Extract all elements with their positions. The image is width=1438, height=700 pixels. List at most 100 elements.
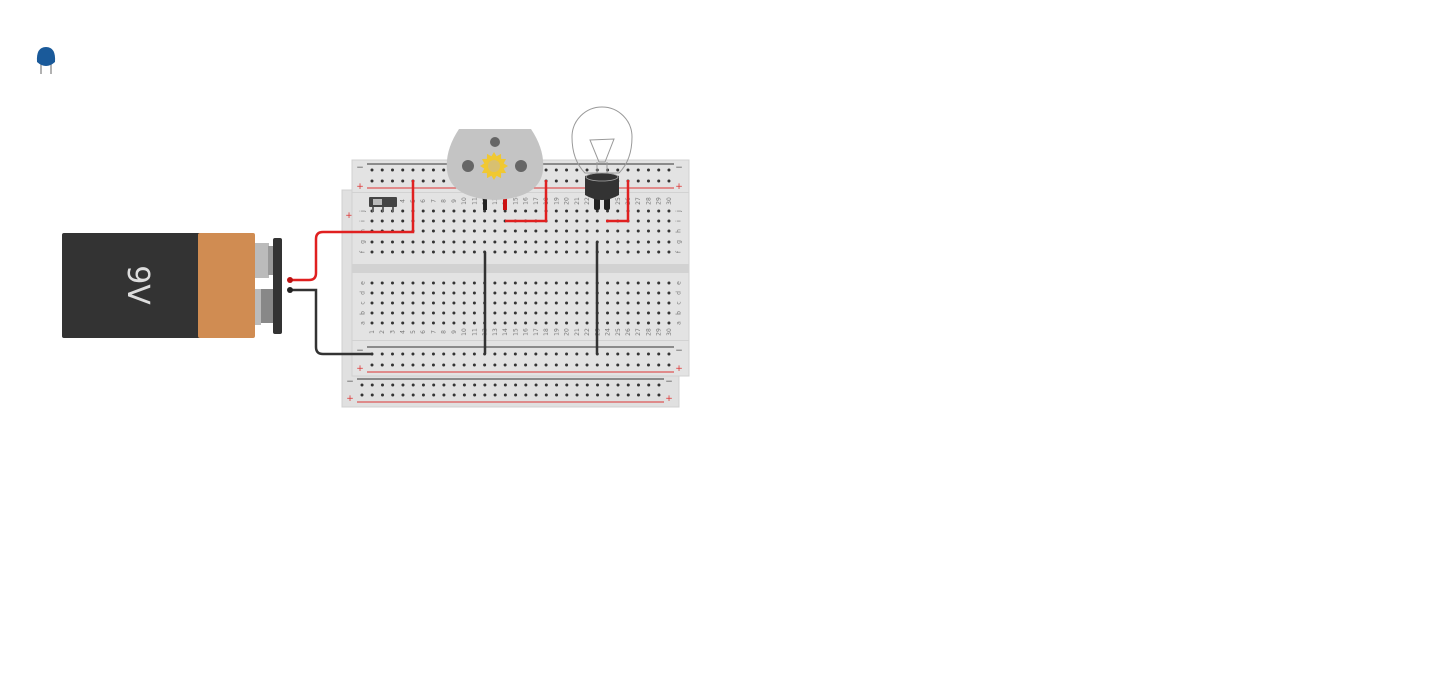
rail-hole[interactable] — [421, 168, 425, 172]
breadboard-hole[interactable] — [390, 281, 394, 285]
breadboard-hole[interactable] — [431, 219, 435, 223]
rail-hole[interactable] — [636, 179, 640, 183]
breadboard-hole[interactable] — [442, 311, 446, 315]
breadboard-hole[interactable] — [606, 281, 610, 285]
breadboard-hole[interactable] — [616, 240, 620, 244]
breadboard-hole[interactable] — [431, 240, 435, 244]
rail-hole[interactable] — [585, 168, 589, 172]
wires[interactable] — [287, 180, 630, 356]
breadboard-hole[interactable] — [390, 291, 394, 295]
breadboard-hole[interactable] — [667, 240, 671, 244]
rail-hole[interactable] — [626, 383, 630, 387]
breadboard-hole[interactable] — [483, 209, 487, 213]
breadboard-hole[interactable] — [657, 321, 661, 325]
breadboard-hole[interactable] — [606, 209, 610, 213]
rail-hole[interactable] — [493, 352, 497, 356]
breadboard-hole[interactable] — [421, 229, 425, 233]
rail-hole[interactable] — [401, 168, 405, 172]
breadboard-hole[interactable] — [554, 219, 558, 223]
breadboard-hole[interactable] — [565, 301, 569, 305]
rail-hole[interactable] — [565, 179, 569, 183]
rail-hole[interactable] — [401, 363, 405, 367]
rail-hole[interactable] — [534, 393, 538, 397]
rail-hole[interactable] — [647, 393, 651, 397]
breadboard-hole[interactable] — [646, 291, 650, 295]
rail-hole[interactable] — [452, 352, 456, 356]
breadboard-hole[interactable] — [575, 311, 579, 315]
breadboard-hole[interactable] — [657, 250, 661, 254]
rail-hole[interactable] — [411, 352, 415, 356]
rail-hole[interactable] — [646, 168, 650, 172]
breadboard-hole[interactable] — [472, 281, 476, 285]
breadboard-hole[interactable] — [452, 240, 456, 244]
breadboard-hole[interactable] — [503, 301, 507, 305]
breadboard-hole[interactable] — [657, 240, 661, 244]
rail-hole[interactable] — [555, 393, 559, 397]
breadboard-hole[interactable] — [380, 321, 384, 325]
breadboard-hole[interactable] — [493, 291, 497, 295]
rail-hole[interactable] — [483, 383, 487, 387]
breadboard-hole[interactable] — [524, 229, 528, 233]
breadboard-hole[interactable] — [513, 229, 517, 233]
breadboard-hole[interactable] — [442, 229, 446, 233]
breadboard-hole[interactable] — [452, 321, 456, 325]
breadboard-hole[interactable] — [370, 219, 374, 223]
breadboard-hole[interactable] — [452, 301, 456, 305]
breadboard-hole[interactable] — [503, 291, 507, 295]
breadboard-hole[interactable] — [524, 250, 528, 254]
breadboard-hole[interactable] — [462, 229, 466, 233]
breadboard-hole[interactable] — [431, 321, 435, 325]
breadboard-hole[interactable] — [616, 301, 620, 305]
breadboard-hole[interactable] — [472, 240, 476, 244]
breadboard-hole[interactable] — [421, 250, 425, 254]
breadboard-hole[interactable] — [554, 291, 558, 295]
breadboard-hole[interactable] — [636, 250, 640, 254]
breadboard-hole[interactable] — [462, 311, 466, 315]
breadboard-hole[interactable] — [401, 281, 405, 285]
breadboard-hole[interactable] — [626, 250, 630, 254]
breadboard-hole[interactable] — [657, 291, 661, 295]
breadboard-hole[interactable] — [421, 209, 425, 213]
rail-hole[interactable] — [575, 363, 579, 367]
breadboard-hole[interactable] — [380, 311, 384, 315]
breadboard-hole[interactable] — [667, 229, 671, 233]
breadboard-hole[interactable] — [646, 311, 650, 315]
breadboard-hole[interactable] — [483, 229, 487, 233]
breadboard-hole[interactable] — [452, 209, 456, 213]
breadboard-hole[interactable] — [657, 209, 661, 213]
breadboard-hole[interactable] — [626, 291, 630, 295]
breadboard-hole[interactable] — [657, 219, 661, 223]
breadboard-hole[interactable] — [370, 301, 374, 305]
rail-hole[interactable] — [421, 363, 425, 367]
rail-hole[interactable] — [473, 393, 477, 397]
breadboard-hole[interactable] — [575, 229, 579, 233]
rail-hole[interactable] — [380, 363, 384, 367]
rail-hole[interactable] — [667, 179, 671, 183]
breadboard-hole[interactable] — [636, 281, 640, 285]
rail-hole[interactable] — [585, 363, 589, 367]
breadboard-hole[interactable] — [646, 250, 650, 254]
breadboard-hole[interactable] — [636, 291, 640, 295]
breadboard-hole[interactable] — [554, 209, 558, 213]
rail-hole[interactable] — [636, 393, 640, 397]
breadboard-hole[interactable] — [503, 229, 507, 233]
breadboard-hole[interactable] — [421, 281, 425, 285]
breadboard-hole[interactable] — [370, 250, 374, 254]
breadboard-hole[interactable] — [401, 250, 405, 254]
breadboard-hole[interactable] — [585, 301, 589, 305]
breadboard-hole[interactable] — [646, 281, 650, 285]
rail-hole[interactable] — [554, 179, 558, 183]
rail-hole[interactable] — [401, 383, 405, 387]
breadboard-hole[interactable] — [575, 209, 579, 213]
breadboard-hole[interactable] — [636, 219, 640, 223]
breadboard-hole[interactable] — [657, 301, 661, 305]
rail-hole[interactable] — [565, 383, 569, 387]
breadboard-hole[interactable] — [616, 229, 620, 233]
rail-hole[interactable] — [606, 363, 610, 367]
breadboard-hole[interactable] — [606, 250, 610, 254]
rail-hole[interactable] — [626, 363, 630, 367]
breadboard-hole[interactable] — [390, 250, 394, 254]
breadboard-hole[interactable] — [411, 291, 415, 295]
breadboard-hole[interactable] — [575, 240, 579, 244]
breadboard-hole[interactable] — [534, 281, 538, 285]
